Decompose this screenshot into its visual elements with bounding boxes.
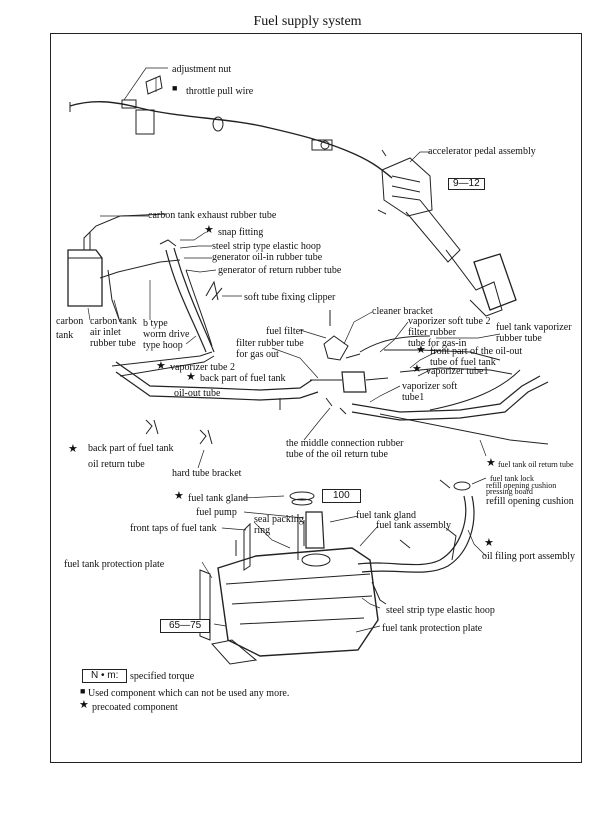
- star-marker: ★: [186, 371, 196, 383]
- label-filter-rubber-tube-gas-in-line2: tube for gas-in: [408, 338, 467, 349]
- label-oil-filing-port-assembly: oil filing port assembly: [482, 551, 576, 562]
- label-fuel-filter: fuel filter: [266, 326, 304, 337]
- star-marker: ★: [416, 344, 426, 356]
- carbon-tank: [67, 249, 103, 307]
- torque-box-plate: 65—75: [160, 619, 211, 633]
- fixing-clipper: [205, 280, 223, 301]
- label-fuel-tank-gland-right: fuel tank gland: [356, 510, 416, 521]
- label-fuel-tank-lock: fuel tank lock: [490, 474, 534, 483]
- label-vaporizer-tube-2: vaporizer tube 2: [170, 362, 235, 373]
- label-filter-rubber-tube-gas-out-line1: filter rubber tube: [236, 338, 304, 349]
- fuel-tank: [217, 547, 379, 657]
- label-fuel-tank-gland-left: fuel tank gland: [188, 493, 248, 504]
- throttle-cable: [69, 101, 393, 179]
- protection-plate: [211, 639, 258, 665]
- label-back-part-oil-return-tube-line1: back part of fuel tank: [88, 443, 174, 454]
- label-vaporizer-soft-tube1-line2: tube1: [402, 392, 425, 403]
- label-generator-oil-in-rubber-tube: generator oil-in rubber tube: [212, 252, 323, 263]
- legend-square-text: Used component which can not be used any…: [88, 688, 290, 699]
- label-steel-strip-elastic-hoop-top: steel strip type elastic hoop: [212, 241, 321, 252]
- label-carbon-tank-air-inlet-line1: carbon tank: [90, 316, 137, 327]
- legend-torque-symbol: N • m:: [82, 669, 128, 683]
- label-b-type-hoop-line1: b type: [143, 318, 168, 329]
- legend-star-marker: ★: [79, 699, 89, 711]
- label-steel-strip-elastic-hoop-bottom: steel strip type elastic hoop: [386, 605, 495, 616]
- pedal-bracket: [381, 157, 433, 217]
- label-generator-return-rubber-tube: generator of return rubber tube: [218, 265, 342, 276]
- label-fuel-tank-protection-plate-left: fuel tank protection plate: [64, 559, 165, 570]
- label-seal-packing-ring-line1: seal packing: [254, 514, 304, 525]
- legend-torque-text: specified torque: [130, 671, 195, 682]
- label-cleaner-bracket: cleaner bracket: [372, 306, 433, 317]
- fuel-pipe-upper: [115, 361, 313, 391]
- label-fuel-tank-vaporizer-rubber-tube-line2: rubber tube: [496, 333, 542, 344]
- star-marker: ★: [68, 443, 78, 455]
- pedal-pad: [473, 253, 517, 311]
- label-vaporizer-soft-tube1-line1: vaporizer soft: [402, 381, 458, 392]
- star-marker: ★: [412, 363, 422, 375]
- label-back-part-oil-out-tube-line2: oil-out tube: [174, 388, 221, 399]
- label-carbon-tank-air-inlet-line2: air inlet: [90, 327, 121, 338]
- fuel-pipe-lower: [115, 371, 319, 401]
- label-fuel-tank-assembly: fuel tank assembly: [376, 520, 451, 531]
- label-front-part-oil-out-tube-line2: tube of fuel tank: [430, 357, 496, 368]
- label-b-type-hoop-line3: type hoop: [143, 340, 183, 351]
- label-carbon-tank-air-inlet-line3: rubber tube: [90, 338, 136, 349]
- fuel-tank-gland: [289, 491, 315, 501]
- label-adjustment-nut: adjustment nut: [172, 64, 232, 75]
- label-pressing-board: pressing board: [486, 487, 533, 496]
- label-front-part-oil-out-tube-line1: front part of the oil-out: [430, 346, 523, 357]
- front-tap: [243, 522, 251, 571]
- star-marker: ★: [174, 490, 184, 502]
- label-carbon-tank-exhaust-rubber-tube: carbon tank exhaust rubber tube: [148, 210, 277, 221]
- label-carbon-tank-line2: tank: [56, 330, 74, 341]
- label-soft-tube-fixing-clipper: soft tube fixing clipper: [244, 292, 336, 303]
- fuel-pump: [305, 511, 325, 549]
- label-middle-connection-tube-line1: the middle connection rubber: [286, 438, 404, 449]
- label-back-part-oil-return-tube-line2: oil return tube: [88, 459, 145, 470]
- label-accelerator-pedal-assembly: accelerator pedal assembly: [428, 146, 536, 157]
- star-marker: ★: [204, 224, 214, 236]
- star-marker: ★: [484, 537, 494, 549]
- label-seal-packing-ring-line2: ring: [254, 525, 271, 536]
- diagram-frame: [50, 33, 582, 763]
- label-b-type-hoop-line2: worm drive: [143, 329, 190, 340]
- label-hard-tube-bracket: hard tube bracket: [172, 468, 242, 479]
- label-vaporizer-soft-tube-2: vaporizer soft tube 2: [408, 316, 491, 327]
- label-refill-opening-cushion-b: refill opening cushion: [486, 496, 574, 507]
- label-fuel-pump: fuel pump: [196, 507, 237, 518]
- torque-box-pedal: 9—12: [448, 178, 485, 190]
- label-carbon-tank-line1: carbon: [56, 316, 84, 327]
- label-throttle-pull-wire: throttle pull wire: [186, 86, 254, 97]
- square-marker: ■: [172, 83, 178, 93]
- hard-tube-bracket: [145, 419, 159, 435]
- legend-square-marker: ■: [80, 686, 86, 696]
- label-middle-connection-tube-line2: tube of the oil return tube: [286, 449, 388, 460]
- label-fuel-tank-oil-return-tube: fuel tank oil return tube: [498, 460, 574, 469]
- filler-neck: [357, 495, 467, 566]
- label-vaporizer-tube1: vaporizer tube1: [426, 366, 489, 377]
- label-fuel-tank-protection-plate-right: fuel tank protection plate: [382, 623, 483, 634]
- page-title: Fuel supply system: [253, 14, 362, 29]
- label-filter-rubber-tube-gas-out-line2: for gas out: [236, 349, 279, 360]
- label-fuel-tank-vaporizer-rubber-tube-line1: fuel tank vaporizer: [496, 322, 572, 333]
- star-marker: ★: [486, 457, 496, 469]
- legend-star-text: precoated component: [92, 702, 178, 713]
- label-front-taps-of-fuel-tank: front taps of fuel tank: [130, 523, 217, 534]
- star-marker: ★: [156, 360, 166, 372]
- label-back-part-oil-out-tube-line1: back part of fuel tank: [200, 373, 286, 384]
- torque-box-gland: 100: [322, 489, 361, 503]
- label-filter-rubber-tube-gas-in-line1: filter rubber: [408, 327, 457, 338]
- label-snap-fitting: snap fitting: [218, 227, 264, 238]
- fuel-filter: [341, 371, 367, 393]
- label-refill-opening-cushion-a: refill opening cushion: [486, 481, 557, 490]
